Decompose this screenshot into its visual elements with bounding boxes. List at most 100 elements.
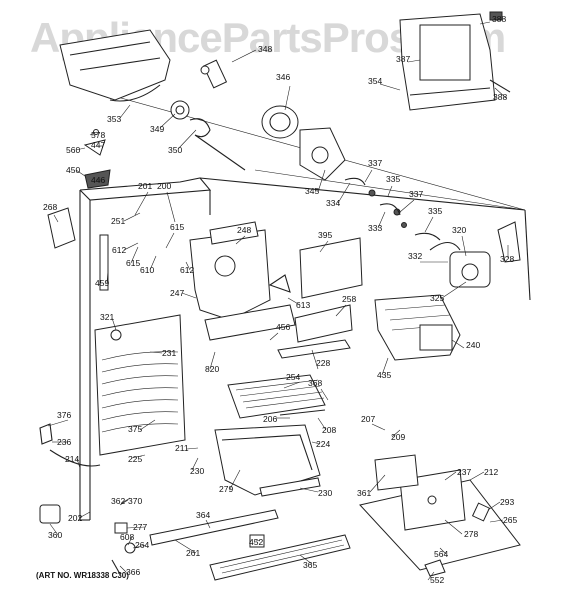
part-label: 211: [175, 443, 189, 453]
part-label: 265: [503, 515, 517, 525]
leader-line: [131, 454, 146, 459]
leader-line: [139, 419, 156, 431]
part-label: 258: [342, 294, 356, 304]
part-label: 321: [100, 312, 114, 322]
leader-line: [205, 519, 211, 529]
leader-line: [149, 255, 157, 271]
part-label: 578: [91, 130, 105, 140]
leader-line: [166, 191, 176, 223]
part-label: 354: [368, 76, 382, 86]
part-label: 201: [138, 181, 152, 191]
leader-line: [387, 185, 393, 197]
part-label: 224: [316, 439, 330, 449]
leader-line: [229, 469, 241, 490]
leader-line: [335, 304, 347, 317]
part-label: 334: [326, 198, 340, 208]
part-label: 293: [500, 497, 514, 507]
part-label: 362: [111, 496, 125, 506]
leader-line: [53, 214, 59, 223]
part-label: 435: [377, 370, 391, 380]
leader-line: [371, 423, 386, 431]
part-label: 240: [466, 340, 480, 350]
leader-line: [159, 113, 176, 129]
leader-line: [320, 388, 329, 401]
leader-line: [209, 351, 216, 370]
part-label: 214: [65, 454, 79, 464]
part-label: 353: [107, 114, 121, 124]
leader-line: [132, 544, 147, 549]
leader-line: [427, 571, 435, 581]
part-label: 333: [368, 223, 382, 233]
leader-line: [111, 317, 117, 331]
part-label: 366: [126, 567, 140, 577]
leader-line: [407, 59, 421, 63]
leader-line: [47, 419, 69, 427]
leader-line: [381, 357, 389, 376]
wire-shelf: [227, 374, 326, 419]
part-label: 615: [170, 222, 184, 232]
leader-line: [319, 240, 329, 253]
leader-line: [337, 182, 351, 204]
leader-line: [399, 199, 415, 213]
part-label: 328: [500, 254, 514, 264]
leader-line: [75, 169, 86, 177]
leader-line: [75, 147, 86, 151]
part-label: 261: [186, 548, 200, 558]
leader-line: [186, 447, 199, 450]
leader-line: [185, 261, 191, 271]
part-label: 388: [492, 14, 506, 24]
part-label: 332: [408, 251, 422, 261]
leader-line: [174, 539, 197, 554]
part-label: 209: [391, 432, 405, 442]
ice-maker: [374, 294, 461, 361]
leader-line: [49, 523, 59, 536]
leader-line: [311, 441, 321, 445]
part-label: 820: [205, 364, 219, 374]
dispenser-bracket: [399, 11, 511, 111]
leader-line: [235, 235, 246, 245]
part-label: 264: [135, 540, 149, 550]
part-label: 207: [361, 414, 375, 424]
part-label: 279: [219, 484, 233, 494]
part-label: 447: [91, 140, 105, 150]
part-label: 230: [190, 466, 204, 476]
leader-line: [106, 269, 109, 284]
leader-line: [489, 519, 504, 523]
part-label: 452: [249, 537, 263, 547]
leader-line: [119, 565, 127, 573]
part-label: 456: [276, 322, 290, 332]
part-label: 348: [258, 44, 272, 54]
water-valve: [429, 221, 521, 288]
leader-line: [461, 235, 467, 257]
part-label: 365: [303, 560, 317, 570]
part-label: 237: [457, 467, 471, 477]
leader-line: [134, 191, 149, 216]
evaporator-coil: [47, 207, 186, 456]
part-label: 268: [43, 202, 57, 212]
leader-line: [89, 131, 98, 136]
part-label: 337: [368, 158, 382, 168]
part-label: 248: [237, 225, 251, 235]
leader-line: [126, 526, 146, 529]
part-label: 230: [318, 488, 332, 498]
leader-line: [231, 49, 257, 63]
ice-bucket: [59, 29, 171, 102]
part-label: 375: [128, 424, 142, 434]
leader-line: [130, 246, 139, 264]
part-label: 564: [434, 549, 448, 559]
part-label: 225: [128, 454, 142, 464]
leader-line: [287, 297, 301, 306]
part-label: 202: [68, 513, 82, 523]
art-number: (ART NO. WR18338 C30): [36, 571, 129, 580]
leader-line: [127, 536, 133, 546]
crisper-pan: [214, 424, 321, 497]
leader-line: [379, 83, 401, 91]
leader-line: [191, 457, 199, 471]
leader-line: [494, 87, 507, 99]
part-label: 231: [162, 348, 176, 358]
leader-line: [165, 232, 175, 249]
tube-fittings: [344, 177, 441, 241]
leader-line: [78, 511, 91, 519]
part-label: 320: [452, 225, 466, 235]
